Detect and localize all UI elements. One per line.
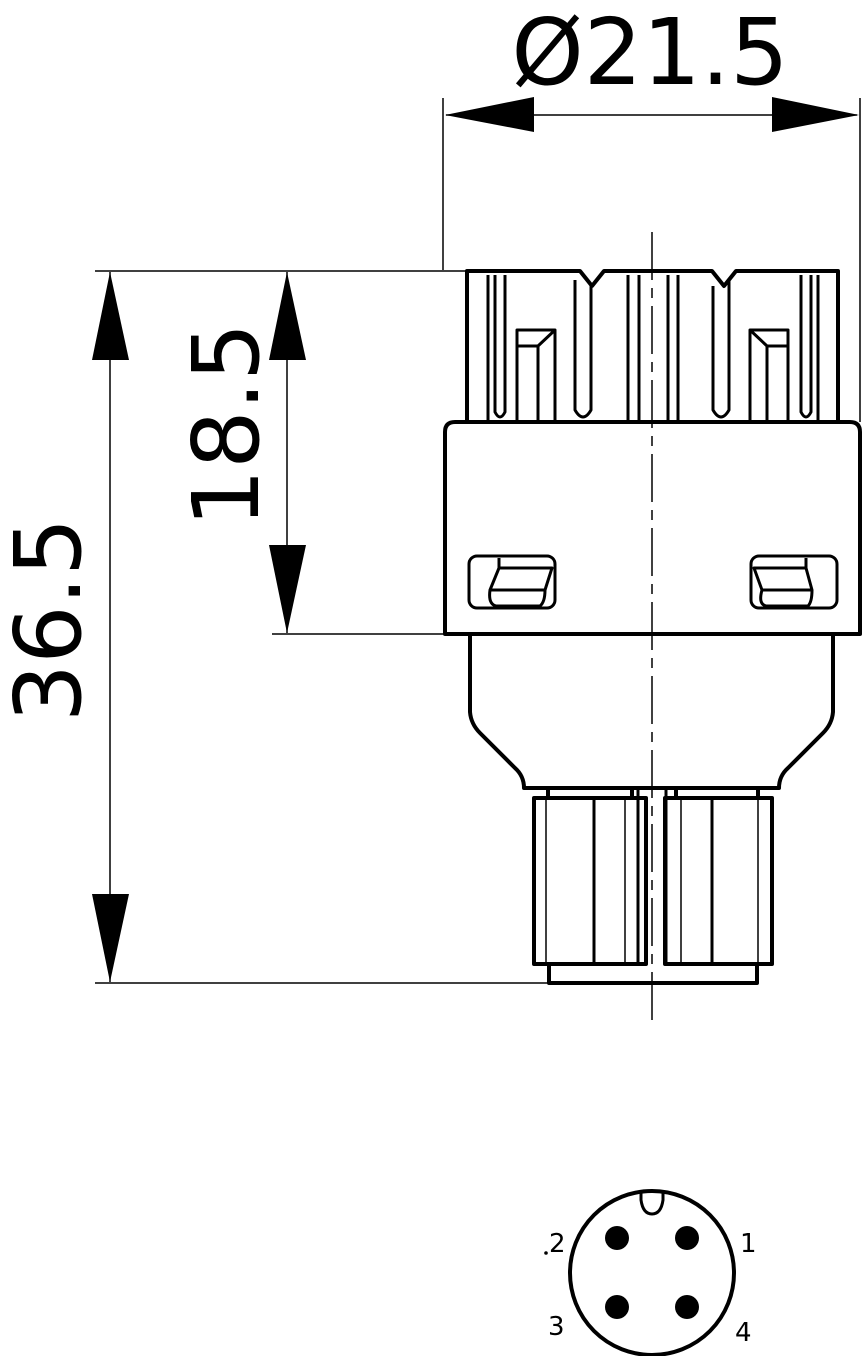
upper-length-dimension: 18.5 — [173, 272, 445, 635]
clip-right — [749, 554, 839, 610]
neck-outline — [468, 634, 835, 790]
pin-label-1: 1 — [740, 1229, 757, 1259]
arrow-right-icon — [772, 97, 859, 132]
pin-label-2: 2 — [549, 1229, 566, 1259]
latch-window-left-detail — [517, 328, 557, 420]
insert-left-block — [532, 796, 648, 966]
coupling-nut-body — [443, 420, 862, 636]
arrow-up-icon — [92, 272, 129, 360]
latch-window-left — [515, 328, 557, 420]
pin-label-4: 4 — [735, 1318, 752, 1348]
pin-3-icon — [605, 1295, 629, 1319]
arrow-left-icon — [445, 97, 534, 132]
pin-2-marker-dot — [544, 1251, 548, 1255]
clip-right-detail — [759, 589, 814, 608]
diameter-label: Ø21.5 — [511, 0, 788, 106]
groove — [799, 275, 813, 419]
pin-2-icon — [605, 1226, 629, 1250]
clip-left-detail — [488, 558, 554, 592]
tapered-neck — [468, 634, 835, 790]
nut-upper-outline — [465, 269, 840, 424]
pin-label-3: 3 — [548, 1312, 565, 1342]
clip-left-detail — [488, 589, 547, 608]
groove — [711, 280, 731, 419]
arrow-down-icon — [92, 894, 129, 982]
pin-layout-diagram: 2 1 3 4 — [544, 1189, 757, 1356]
arrow-up-icon — [269, 272, 306, 360]
body-outline — [443, 420, 862, 636]
clip-right-detail — [752, 558, 814, 592]
latch-window-right-detail — [748, 328, 788, 420]
clip-left — [467, 554, 557, 610]
diameter-dimension: Ø21.5 — [442, 0, 861, 422]
pin-1-icon — [675, 1226, 699, 1250]
connector-insert — [532, 788, 774, 985]
upper-length-label: 18.5 — [173, 323, 280, 528]
arrow-down-icon — [269, 545, 306, 633]
overall-length-dimension: 36.5 — [0, 270, 550, 984]
key-notch — [639, 1193, 665, 1216]
groove — [573, 280, 593, 419]
overall-length-label: 36.5 — [0, 518, 102, 723]
coupling-nut-upper — [465, 269, 840, 424]
pin-4-icon — [675, 1295, 699, 1319]
insert-bottom-shoulder — [547, 962, 759, 985]
connector-face-outline — [568, 1189, 736, 1356]
groove — [493, 275, 507, 419]
latch-window-right — [748, 328, 790, 420]
